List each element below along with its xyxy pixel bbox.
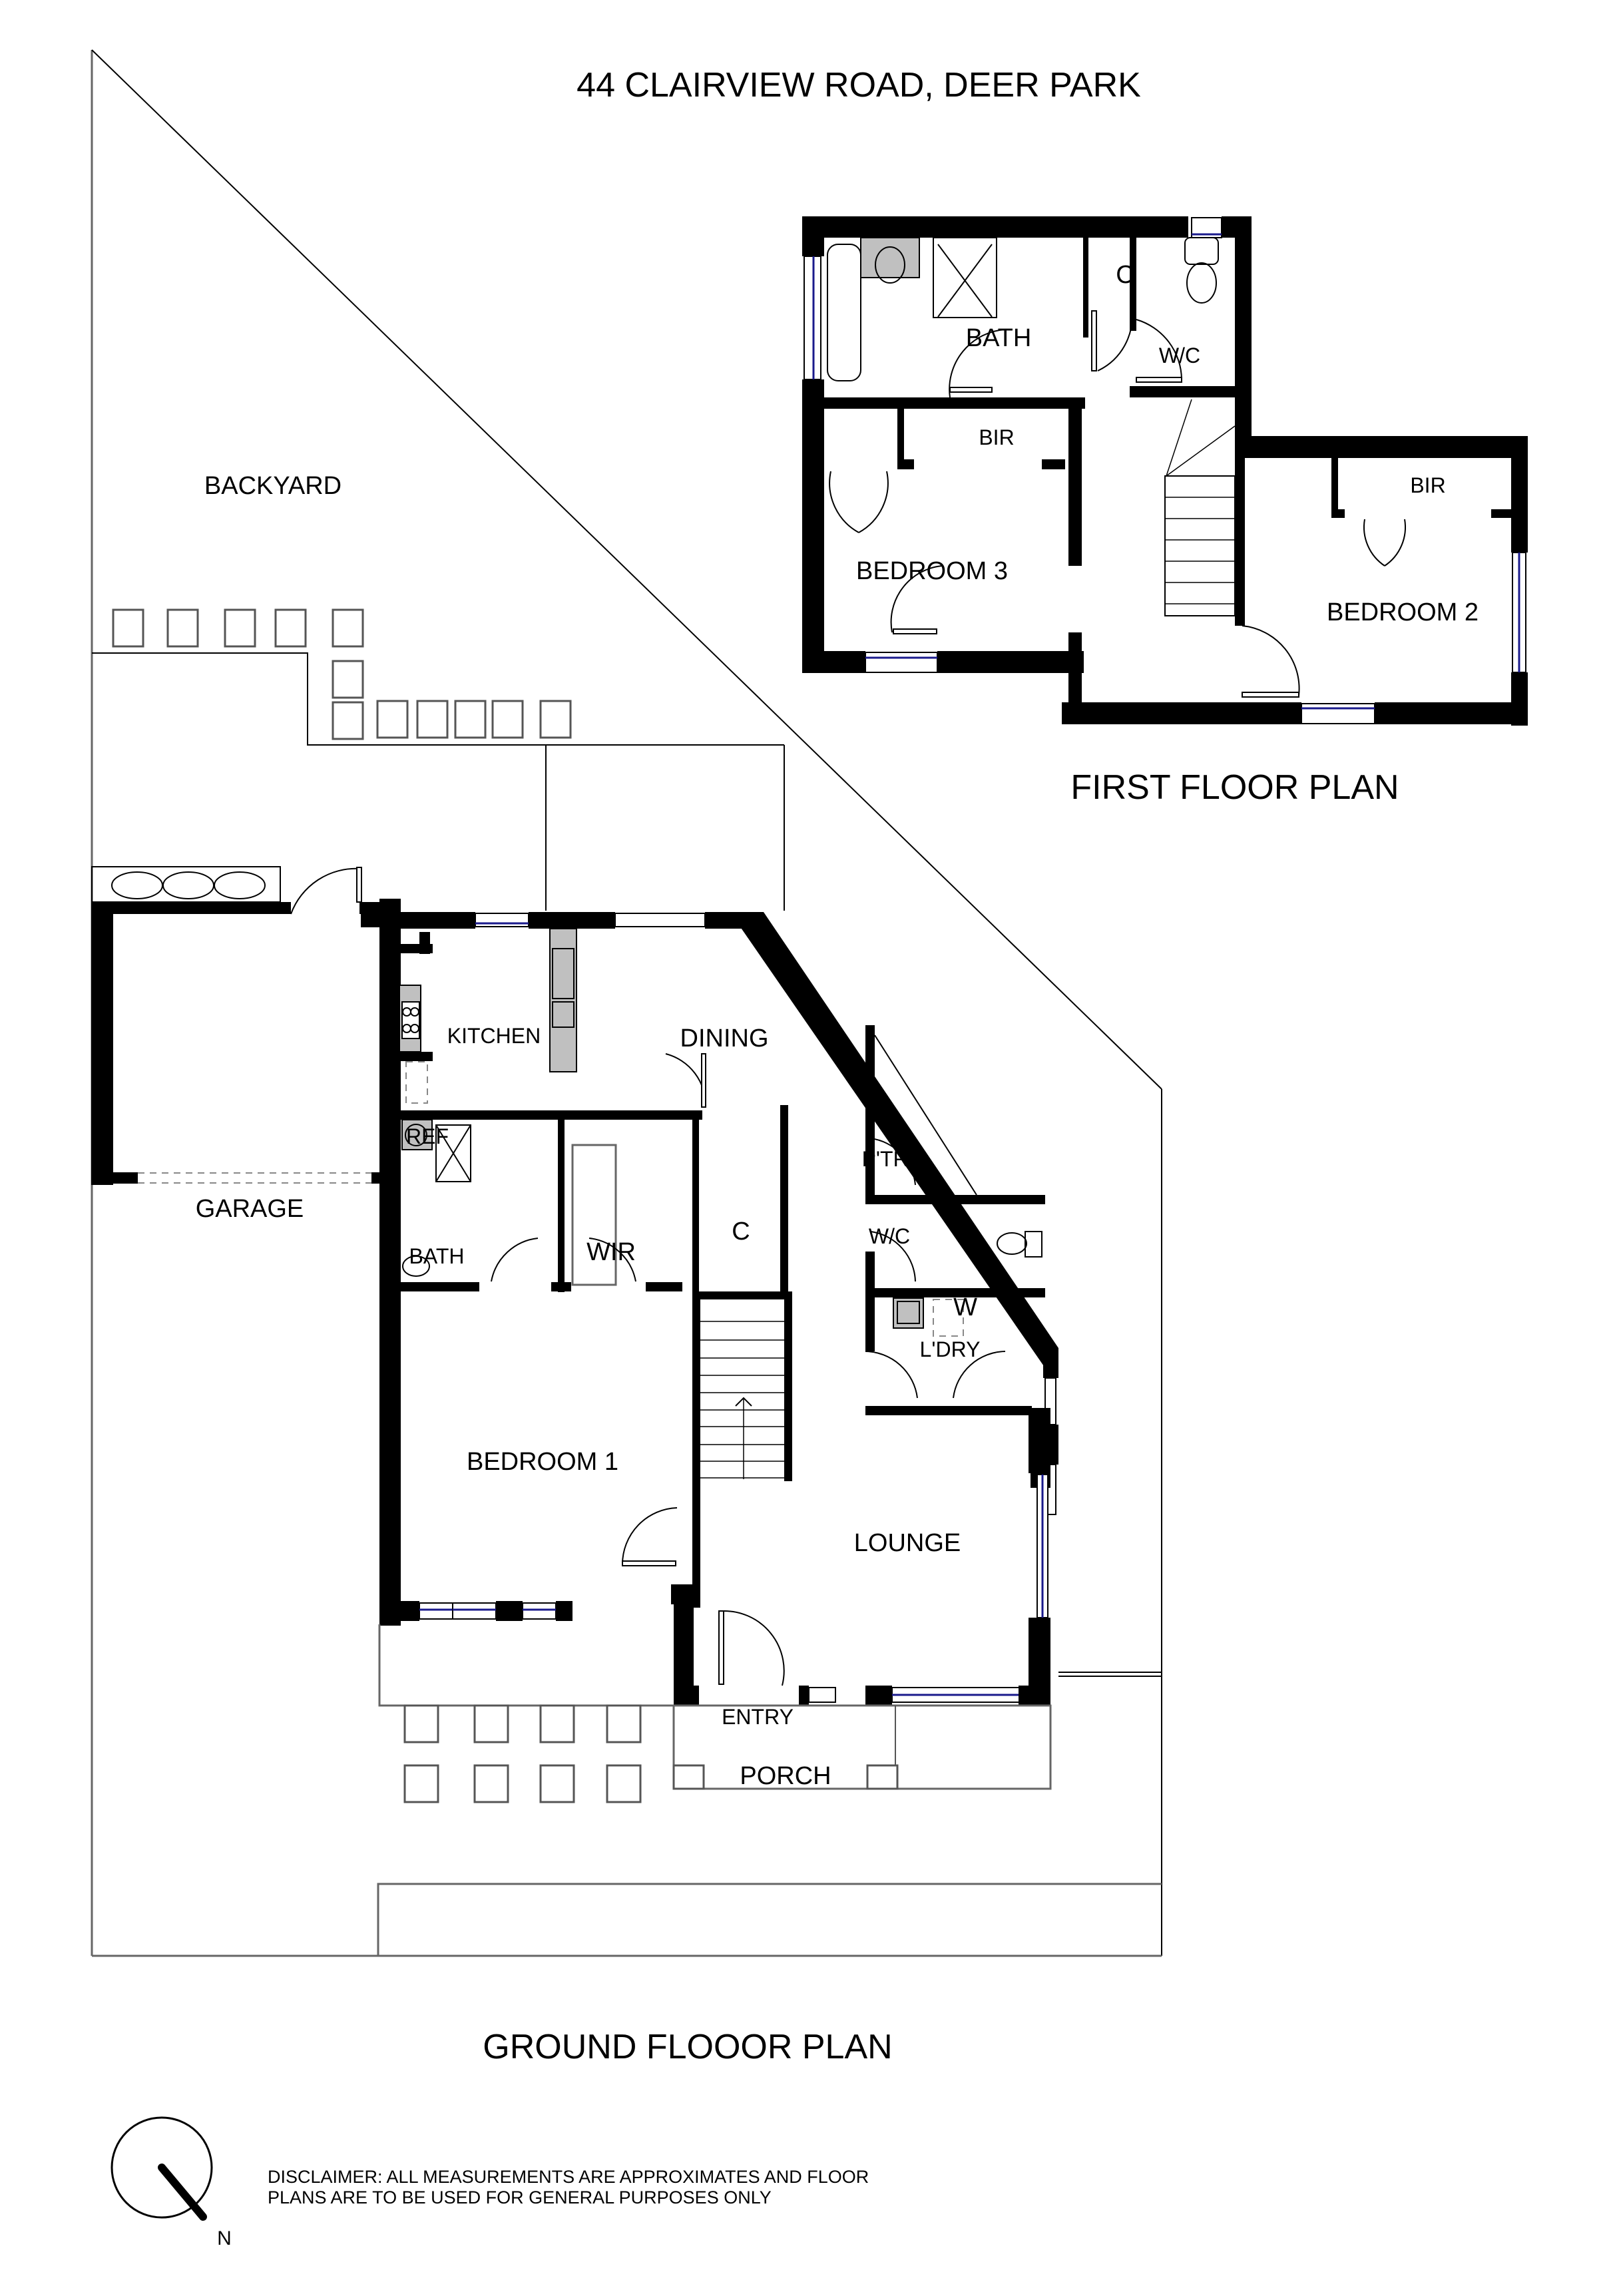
room-label-bedroom-2: BEDROOM 2 bbox=[1327, 598, 1479, 626]
first-floor-caption: FIRST FLOOR PLAN bbox=[1070, 768, 1399, 807]
room-label-bedroom-1: BEDROOM 1 bbox=[467, 1448, 618, 1476]
room-label-kitchen: KITCHEN bbox=[447, 1024, 541, 1048]
room-label-porch: PORCH bbox=[740, 1762, 831, 1790]
room-label-first-cupboard: C bbox=[1116, 261, 1134, 289]
room-label-ground-bath: BATH bbox=[409, 1244, 465, 1268]
room-label-bir-2: BIR bbox=[1410, 473, 1445, 497]
room-label-ref: REF bbox=[406, 1124, 449, 1148]
page-title: 44 CLAIRVIEW ROAD, DEER PARK bbox=[576, 66, 1141, 105]
room-label-ground-wc: W/C bbox=[869, 1224, 910, 1248]
disclaimer-line-2: PLANS ARE TO BE USED FOR GENERAL PURPOSE… bbox=[268, 2187, 772, 2207]
disclaimer-line-1: DISCLAIMER: ALL MEASUREMENTS ARE APPROXI… bbox=[268, 2167, 869, 2187]
room-label-pantry: P'TRY bbox=[862, 1147, 923, 1171]
room-label-bedroom-3: BEDROOM 3 bbox=[856, 557, 1008, 585]
north-compass-icon bbox=[111, 2116, 213, 2221]
room-label-bir-3: BIR bbox=[979, 425, 1014, 449]
ground-floor-walls bbox=[91, 899, 1058, 1706]
first-floor-walls bbox=[802, 216, 1528, 726]
porch-and-front-pavers bbox=[378, 1624, 1052, 1803]
room-label-backyard: BACKYARD bbox=[204, 472, 342, 500]
room-label-garage: GARAGE bbox=[196, 1195, 304, 1223]
room-label-laundry: L'DRY bbox=[920, 1337, 981, 1361]
room-label-washer: W bbox=[953, 1293, 977, 1321]
room-label-ground-cupboard: C bbox=[732, 1218, 750, 1246]
water-tanks bbox=[91, 866, 281, 903]
room-label-first-wc: W/C bbox=[1159, 344, 1200, 367]
room-label-dining: DINING bbox=[680, 1025, 769, 1052]
backyard-pavers bbox=[112, 608, 572, 740]
ground-floor-caption: GROUND FLOOOR PLAN bbox=[483, 2028, 892, 2066]
room-label-first-bath: BATH bbox=[966, 324, 1032, 352]
compass-north-label: N bbox=[217, 2227, 232, 2249]
room-label-wir: WIR bbox=[586, 1238, 636, 1266]
room-label-lounge: LOUNGE bbox=[854, 1529, 961, 1557]
ground-floor-fixtures bbox=[399, 928, 1042, 1479]
room-label-entry: ENTRY bbox=[722, 1705, 794, 1729]
first-floor-doors bbox=[829, 309, 1406, 698]
first-floor-fixtures bbox=[827, 237, 1236, 616]
ground-floor-doors bbox=[290, 867, 1006, 1686]
